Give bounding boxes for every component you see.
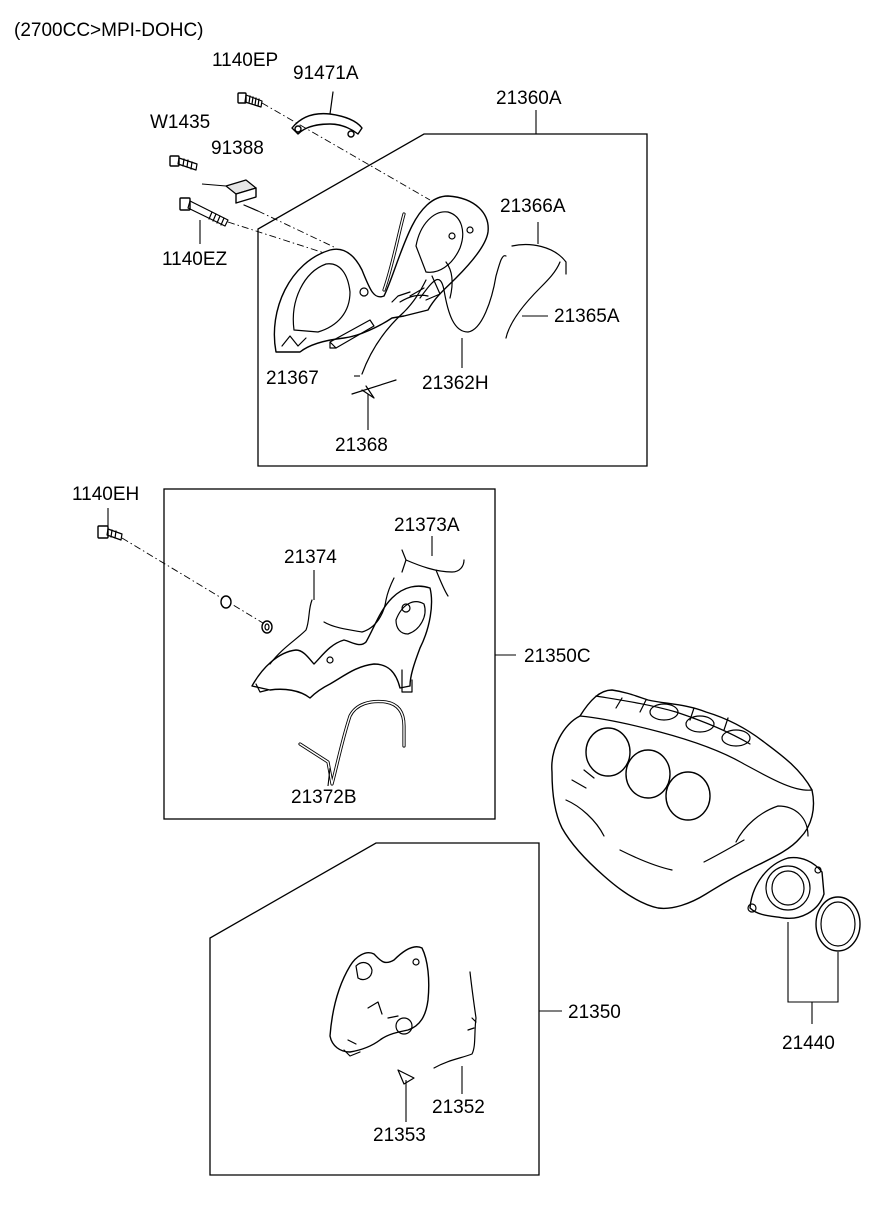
label-21350: 21350 bbox=[568, 1002, 621, 1023]
bracket-91471A[interactable] bbox=[291, 91, 363, 138]
label-21350C: 21350C bbox=[524, 646, 591, 667]
label-21365A: 21365A bbox=[554, 306, 620, 327]
label-91388: 91388 bbox=[211, 138, 264, 159]
upper-timing-cover[interactable] bbox=[273, 195, 489, 353]
rear-oil-seal[interactable] bbox=[815, 896, 861, 952]
label-21366A: 21366A bbox=[500, 196, 566, 217]
label-21353: 21353 bbox=[373, 1125, 426, 1146]
spacer-91388[interactable] bbox=[225, 179, 259, 212]
label-W1435: W1435 bbox=[150, 112, 210, 133]
label-21372B: 21372B bbox=[291, 787, 357, 808]
label-21352: 21352 bbox=[432, 1097, 485, 1118]
clip-21353[interactable] bbox=[397, 1069, 415, 1085]
bolt-1140EH[interactable] bbox=[97, 525, 123, 541]
gasket-21366A[interactable] bbox=[511, 243, 567, 275]
timing-cover-21350[interactable] bbox=[329, 946, 430, 1057]
upper-timing-cover-group bbox=[169, 91, 648, 467]
bolt-1140EZ[interactable] bbox=[179, 197, 229, 227]
label-21362H: 21362H bbox=[422, 373, 489, 394]
rear-oil-seal-case[interactable] bbox=[747, 856, 825, 919]
washer bbox=[220, 595, 273, 634]
bolt-W1435[interactable] bbox=[169, 155, 198, 171]
gasket-21374[interactable] bbox=[269, 599, 313, 665]
cover-group-21350 bbox=[209, 842, 562, 1176]
gasket-21362H[interactable] bbox=[419, 255, 507, 333]
label-91471A: 91471A bbox=[293, 63, 359, 84]
box-21350C bbox=[163, 488, 496, 820]
label-21373A: 21373A bbox=[394, 515, 460, 536]
gasket-21365A[interactable] bbox=[505, 261, 561, 339]
bolt-1140EP[interactable] bbox=[237, 92, 263, 108]
gasket-21372B[interactable] bbox=[298, 699, 406, 786]
label-21374: 21374 bbox=[284, 547, 337, 568]
label-21440: 21440 bbox=[782, 1033, 835, 1054]
clip-21368[interactable] bbox=[351, 379, 397, 399]
box-21350 bbox=[209, 842, 540, 1176]
label-21360A: 21360A bbox=[496, 88, 562, 109]
lower-timing-cover-group bbox=[97, 488, 516, 820]
gasket-21352[interactable] bbox=[433, 971, 477, 1069]
lower-timing-cover[interactable] bbox=[251, 585, 433, 699]
bracket-piece bbox=[329, 319, 375, 349]
label-21368: 21368 bbox=[335, 435, 388, 456]
label-1140EZ: 1140EZ bbox=[162, 249, 228, 270]
label-1140EP: 1140EP bbox=[212, 50, 278, 71]
label-21367: 21367 bbox=[266, 368, 319, 389]
label-1140EH: 1140EH bbox=[72, 484, 139, 505]
gasket-21373A[interactable] bbox=[401, 549, 465, 597]
header-title: (2700CC>MPI-DOHC) bbox=[14, 20, 204, 41]
gasket-21367[interactable] bbox=[361, 279, 427, 375]
engine-block[interactable] bbox=[551, 689, 815, 910]
